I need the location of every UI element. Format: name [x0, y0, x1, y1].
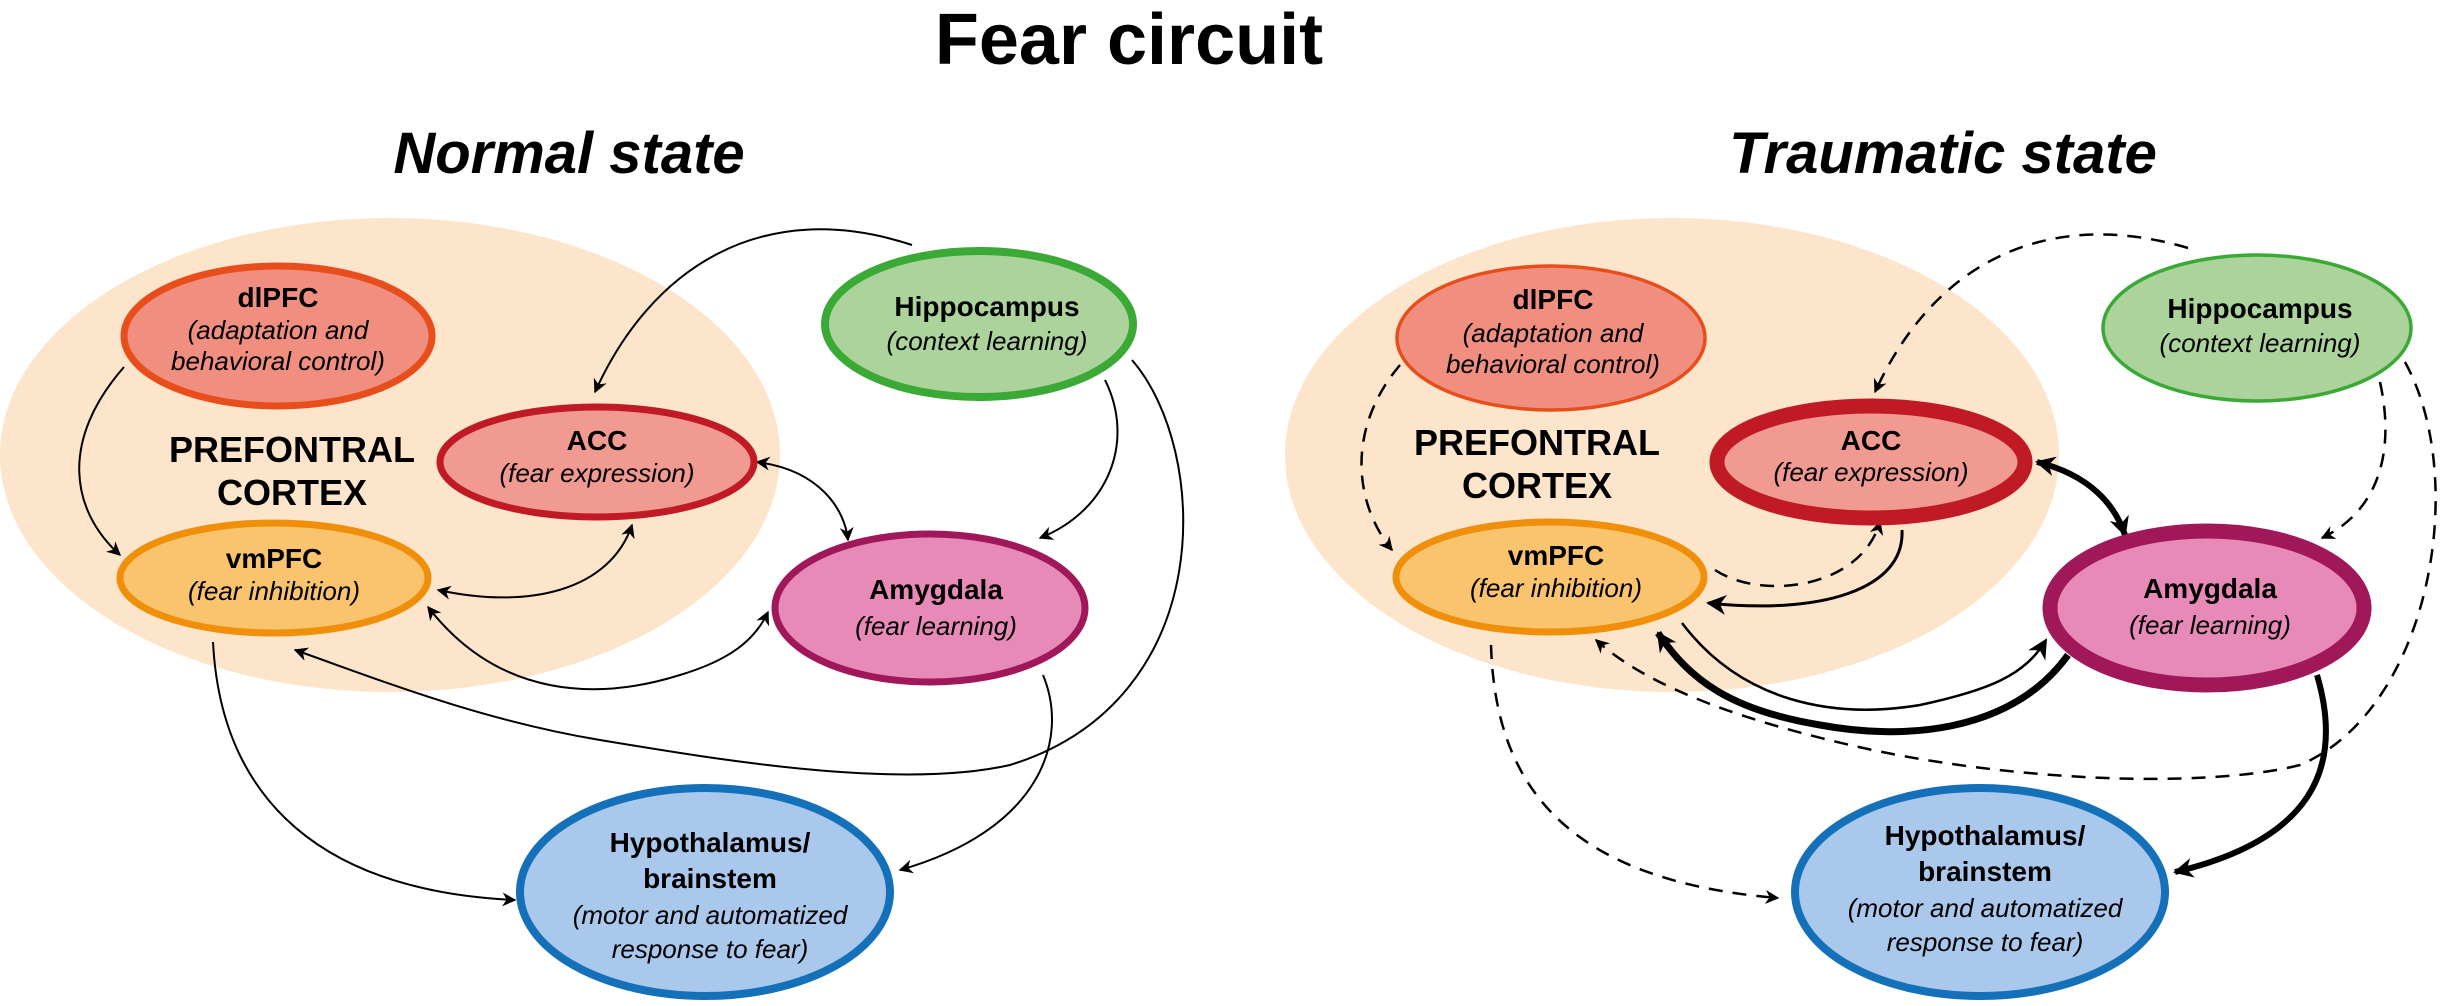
- dlpfc-desc-line2: behavioral control): [1446, 349, 1660, 379]
- dlpfc-desc-line1: (adaptation and: [1463, 318, 1645, 348]
- amygdala-name: Amygdala: [869, 574, 1003, 605]
- edges-traumatic: [1360, 233, 2437, 904]
- hypothalamus-desc-line2: response to fear): [1887, 927, 2084, 957]
- node-hypothalamus: Hypothalamus/ brainstem (motor and autom…: [516, 784, 894, 1000]
- edge-acc-amygdala: [2035, 456, 2129, 537]
- node-vmpfc: vmPFC (fear inhibition): [1392, 518, 1708, 636]
- edge-vmpfc-amygdala: [427, 605, 770, 691]
- vmpfc-desc: (fear inhibition): [1470, 573, 1642, 603]
- edge-amygdala-to-vmpfc: [1655, 631, 2071, 736]
- node-acc: ACC (fear expression): [436, 403, 758, 521]
- hippocampus-desc: (context learning): [2160, 328, 2361, 358]
- main-title: Fear circuit: [935, 0, 1323, 80]
- vmpfc-name: vmPFC: [226, 543, 322, 574]
- node-hippocampus: Hippocampus (context learning): [821, 247, 1137, 401]
- dlpfc-desc-line2: behavioral control): [171, 346, 385, 376]
- edge-vmpfc-to-amygdala: [1681, 622, 2048, 711]
- edge-vmpfc-acc: [436, 523, 635, 600]
- region-label-line2: CORTEX: [1462, 465, 1612, 506]
- edge-vmpfc-to-hypothalamus: [1489, 644, 1780, 904]
- acc-desc: (fear expression): [1773, 457, 1968, 487]
- dlpfc-ellipse: [1395, 264, 1707, 412]
- node-hippocampus: Hippocampus (context learning): [2101, 253, 2413, 403]
- dlpfc-ellipse: [120, 262, 436, 410]
- region-label-line2: CORTEX: [217, 472, 367, 513]
- hypothalamus-name-line2: brainstem: [643, 863, 777, 894]
- edge-vmpfc-to-acc: [1714, 520, 1884, 588]
- hippocampus-desc: (context learning): [887, 326, 1088, 356]
- node-hypothalamus: Hypothalamus/ brainstem (motor and autom…: [1791, 784, 2169, 1000]
- panel-normal-state: Normal state PREFONTRAL CORTEX dlPFC (ad…: [0, 121, 1185, 1000]
- acc-ellipse: [1709, 398, 2033, 526]
- hypothalamus-desc-line1: (motor and automatized: [573, 900, 849, 930]
- amygdala-ellipse: [771, 530, 1089, 686]
- hippocampus-ellipse: [821, 247, 1137, 401]
- panel-traumatic-state: Traumatic state PREFONTRAL CORTEX dlPFC …: [1285, 121, 2437, 1000]
- hypothalamus-name-line1: Hypothalamus/: [610, 827, 811, 858]
- edge-dlpfc-to-vmpfc: [78, 366, 125, 556]
- edge-amygdala-to-hypothalamus: [2173, 674, 2329, 878]
- acc-name: ACC: [1841, 425, 1902, 456]
- node-acc: ACC (fear expression): [1709, 398, 2033, 526]
- vmpfc-ellipse: [1392, 518, 1708, 636]
- region-label-line1: PREFONTRAL: [1414, 422, 1660, 463]
- hippocampus-ellipse: [2101, 253, 2413, 403]
- edge-dlpfc-to-vmpfc: [1360, 364, 1401, 552]
- node-dlpfc: dlPFC (adaptation and behavioral control…: [1395, 264, 1707, 412]
- edge-acc-amygdala: [755, 456, 854, 542]
- hippocampus-name: Hippocampus: [894, 291, 1079, 322]
- acc-name: ACC: [567, 425, 628, 456]
- vmpfc-ellipse: [116, 519, 432, 637]
- edge-hippocampus-to-vmpfc: [293, 359, 1185, 776]
- edges-normal: [78, 228, 1185, 907]
- edge-acc-to-vmpfc: [1706, 529, 1904, 615]
- amygdala-name: Amygdala: [2143, 573, 2277, 604]
- region-label-line1: PREFONTRAL: [169, 429, 415, 470]
- hypothalamus-ellipse: [1791, 784, 2169, 1000]
- acc-desc: (fear expression): [499, 458, 694, 488]
- amygdala-desc: (fear learning): [2129, 610, 2291, 640]
- panel-heading-normal: Normal state: [393, 121, 744, 186]
- node-vmpfc: vmPFC (fear inhibition): [116, 519, 432, 637]
- amygdala-desc: (fear learning): [855, 611, 1017, 641]
- hypothalamus-desc-line2: response to fear): [612, 934, 809, 964]
- edge-hippocampus-to-acc: [593, 228, 913, 394]
- edge-vmpfc-to-hypothalamus: [212, 641, 517, 907]
- edge-hippocampus-to-amygdala: [1038, 379, 1119, 540]
- edge-hippocampus-to-vmpfc: [1594, 361, 2437, 781]
- hypothalamus-name-line1: Hypothalamus/: [1885, 820, 2086, 851]
- hypothalamus-desc-line1: (motor and automatized: [1848, 893, 2124, 923]
- node-dlpfc: dlPFC (adaptation and behavioral control…: [120, 262, 436, 410]
- panel-heading-traumatic: Traumatic state: [1729, 121, 2157, 186]
- amygdala-ellipse: [2042, 523, 2372, 693]
- acc-ellipse: [436, 403, 758, 521]
- node-amygdala: Amygdala (fear learning): [771, 530, 1089, 686]
- vmpfc-desc: (fear inhibition): [188, 576, 360, 606]
- edge-amygdala-to-hypothalamus: [898, 674, 1053, 874]
- vmpfc-name: vmPFC: [1508, 540, 1604, 571]
- hippocampus-name: Hippocampus: [2167, 293, 2352, 324]
- hypothalamus-name-line2: brainstem: [1918, 856, 2052, 887]
- dlpfc-desc-line1: (adaptation and: [188, 315, 370, 345]
- hypothalamus-ellipse: [516, 784, 894, 1000]
- node-amygdala: Amygdala (fear learning): [2042, 523, 2372, 693]
- dlpfc-name: dlPFC: [238, 282, 319, 313]
- dlpfc-name: dlPFC: [1513, 284, 1594, 315]
- edge-hippocampus-to-acc: [1873, 233, 2189, 394]
- edge-hippocampus-to-amygdala: [2320, 381, 2387, 540]
